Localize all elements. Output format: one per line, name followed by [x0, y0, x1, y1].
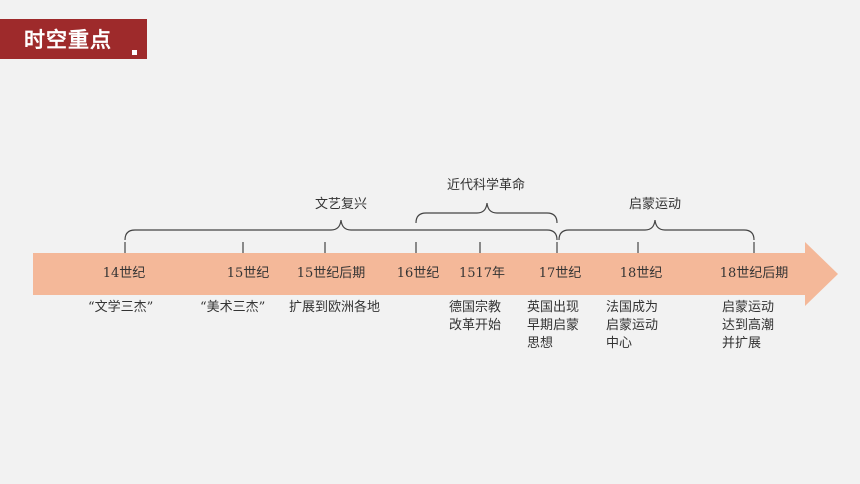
- timeline-date: 15世纪: [226, 266, 270, 281]
- event-block: “美术三杰”: [200, 299, 265, 317]
- timeline-date: 18世纪: [619, 266, 663, 281]
- event-block: 法国成为 启蒙运动 中心: [606, 299, 658, 353]
- timeline-date: 18世纪后期: [719, 266, 789, 281]
- event-block: “文学三杰”: [88, 299, 153, 317]
- bracket-enlightenment: [558, 219, 755, 241]
- event-text: 中心: [606, 336, 633, 351]
- corner-square-decoration: [132, 50, 137, 55]
- event-text: 法国成为: [606, 300, 659, 315]
- event-text: 改革开始: [449, 318, 502, 333]
- event-text: 德国宗教: [449, 300, 502, 315]
- section-title: 时空重点: [24, 28, 112, 52]
- bracket-scientific-revolution: [415, 202, 558, 224]
- event-block: 英国出现 早期启蒙 思想: [527, 299, 579, 353]
- period-label-renaissance: 文艺复兴: [314, 197, 368, 212]
- timeline-date: 16世纪: [396, 266, 440, 281]
- timeline-date: 15世纪后期: [296, 266, 366, 281]
- timeline-arrow: [33, 242, 838, 306]
- timeline-date: 1517年: [458, 266, 506, 281]
- section-title-banner: 时空重点: [0, 19, 147, 59]
- event-text: 启蒙运动: [606, 318, 659, 333]
- event-text: 扩展到欧洲各地: [289, 300, 381, 315]
- event-text: 英国出现: [527, 300, 580, 315]
- event-text: 并扩展: [722, 336, 762, 351]
- event-text: 达到高潮: [722, 318, 775, 333]
- period-label-enlightenment: 启蒙运动: [628, 197, 682, 212]
- event-block: 启蒙运动 达到高潮 并扩展: [722, 299, 774, 353]
- event-text: “美术三杰”: [200, 300, 266, 315]
- event-block: 德国宗教 改革开始: [449, 299, 501, 335]
- bracket-renaissance: [124, 219, 558, 241]
- timeline-date: 14世纪: [102, 266, 146, 281]
- event-text: 启蒙运动: [722, 300, 775, 315]
- event-block: 扩展到欧洲各地: [289, 299, 380, 317]
- event-text: 早期启蒙: [527, 318, 580, 333]
- period-label-scientific-revolution: 近代科学革命: [446, 178, 526, 193]
- timeline-date: 17世纪: [538, 266, 582, 281]
- event-text: “文学三杰”: [88, 300, 154, 315]
- event-text: 思想: [527, 336, 554, 351]
